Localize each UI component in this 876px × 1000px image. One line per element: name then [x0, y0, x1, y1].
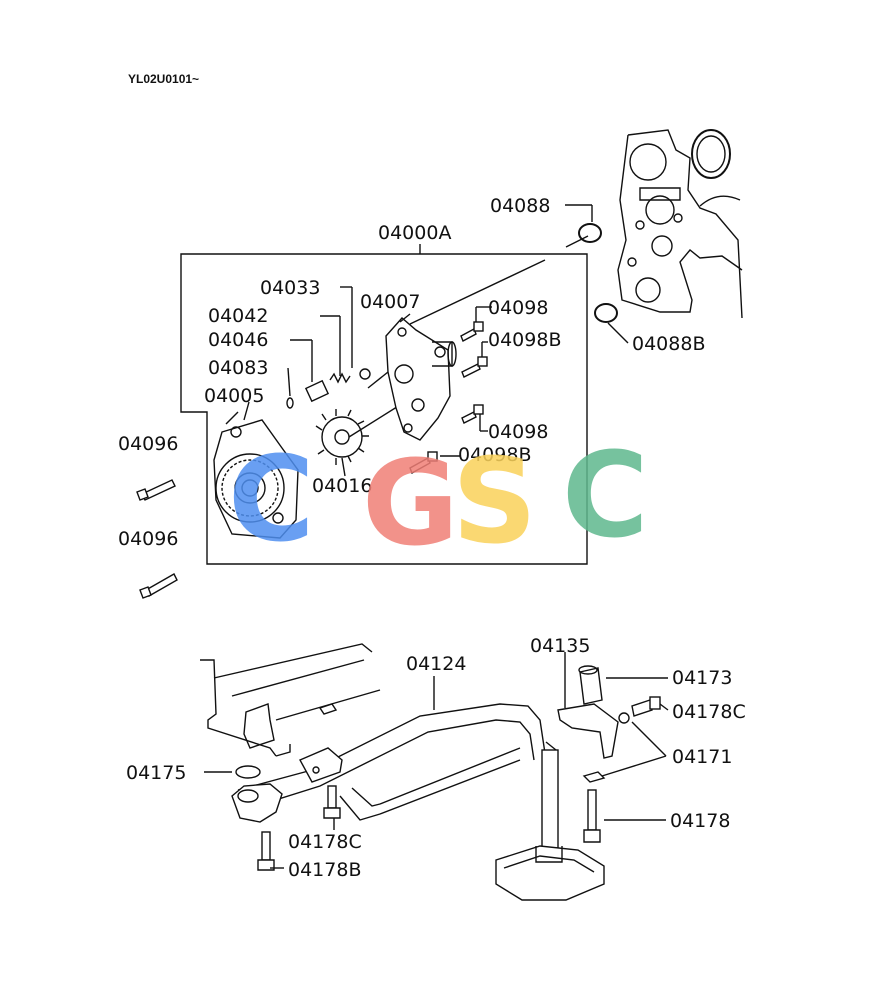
bracket-drawing	[235, 665, 661, 871]
label-04178: 04178	[670, 810, 730, 832]
label-04096-b: 04096	[118, 528, 178, 550]
document-code: YL02U0101~	[128, 72, 199, 86]
label-04178B: 04178B	[288, 859, 361, 881]
label-04124: 04124	[406, 653, 466, 675]
relief-valve-drawing	[286, 368, 371, 409]
label-04098B-b: 04098B	[458, 444, 531, 466]
part-labels: 04000A 04088 04088B 04033 04007 04098 04…	[118, 195, 746, 881]
watermark-letter-3: S	[452, 432, 537, 570]
pump-body-drawing	[213, 411, 299, 539]
bolts-drawing	[136, 321, 488, 599]
label-04135: 04135	[530, 635, 590, 657]
label-04098-b: 04098	[488, 421, 548, 443]
label-04096-a: 04096	[118, 433, 178, 455]
label-04173: 04173	[672, 667, 732, 689]
engine-block-drawing	[617, 129, 743, 319]
pump-cover-drawing	[385, 317, 457, 441]
label-04046: 04046	[208, 329, 268, 351]
label-04005: 04005	[204, 385, 264, 407]
label-04098B-a: 04098B	[488, 329, 561, 351]
label-04178C-b: 04178C	[288, 831, 362, 853]
cgsc-watermark: C G S C	[228, 426, 649, 572]
label-04088: 04088	[490, 195, 550, 217]
oil-pan-drawing	[200, 643, 381, 757]
strainer-pipe-drawing	[231, 703, 605, 901]
leader-lines-upper	[243, 204, 629, 477]
label-04178C-a: 04178C	[672, 701, 746, 723]
watermark-letter-4: C	[562, 426, 649, 564]
leader-lines-lower	[204, 652, 669, 869]
label-04000A: 04000A	[378, 222, 451, 244]
label-04098-a: 04098	[488, 297, 548, 319]
label-04007: 04007	[360, 291, 420, 313]
o-ring-upper	[578, 223, 602, 243]
label-04088B: 04088B	[632, 333, 705, 355]
label-04033: 04033	[260, 277, 320, 299]
assembly-boundary	[180, 253, 588, 565]
o-ring-lower	[594, 303, 618, 323]
label-04042: 04042	[208, 305, 268, 327]
label-04171: 04171	[672, 746, 732, 768]
watermark-letter-2: G	[362, 434, 459, 572]
label-04083: 04083	[208, 357, 268, 379]
label-04175: 04175	[126, 762, 186, 784]
label-04016: 04016	[312, 475, 372, 497]
watermark-letter-1: C	[228, 430, 315, 568]
inner-gear-drawing	[315, 404, 401, 465]
